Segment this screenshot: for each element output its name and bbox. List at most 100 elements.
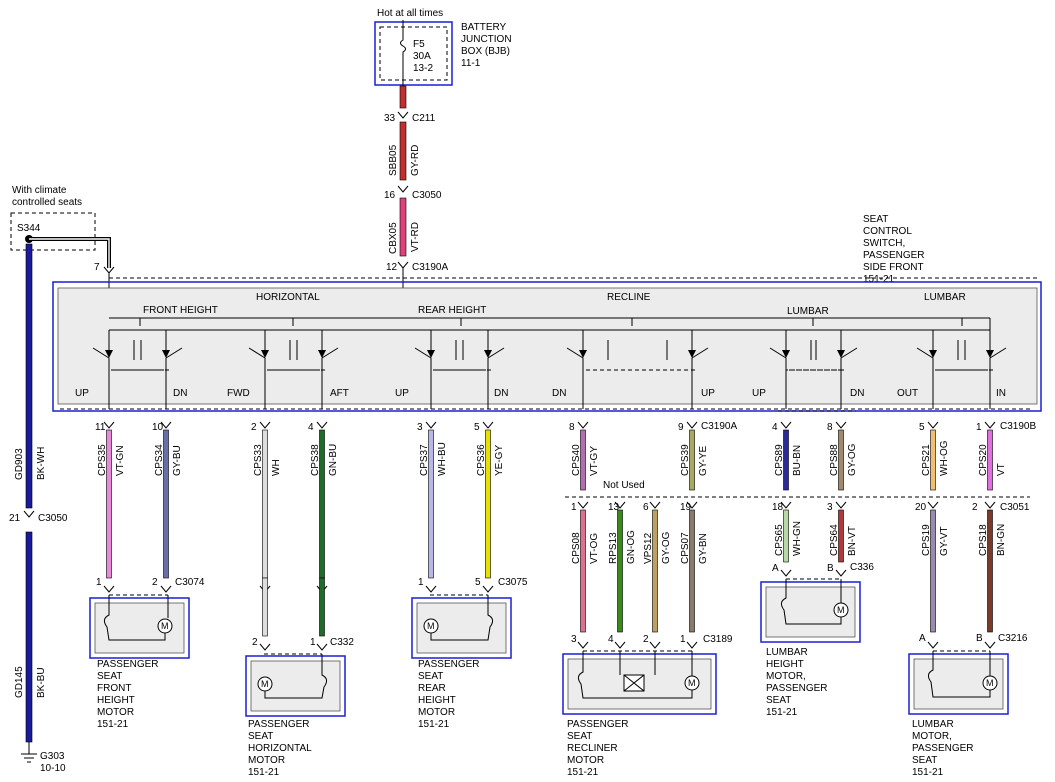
wire-circuit: CPS08	[571, 532, 582, 564]
conn-chevron	[780, 569, 792, 577]
horiz-pin-2: 2	[252, 637, 258, 648]
switch-contact	[414, 330, 486, 409]
wire-circuit: CPS64	[829, 524, 840, 556]
bjb-label-4: 11-1	[461, 58, 481, 69]
lm-label-3: PASSENGER	[912, 743, 974, 754]
front-motor-frame	[89, 597, 190, 659]
rear-motor-lead	[430, 595, 494, 641]
conn-c3190b: C3190B	[1000, 421, 1036, 432]
rear-label-4: HEIGHT	[418, 695, 456, 706]
bjb-label-1: BATTERY	[461, 22, 507, 33]
conn-chevron	[316, 643, 328, 651]
horiz-label-3: HORIZONTAL	[248, 743, 312, 754]
switch-label-6: 151-21	[863, 274, 895, 285]
wire-cps08	[580, 509, 586, 633]
horiz-motor-lead	[264, 654, 328, 699]
switch-contact	[935, 330, 1007, 409]
switch-label-3: SWITCH,	[863, 238, 905, 249]
horiz-label-1: PASSENGER	[248, 719, 310, 730]
wire-color: VT	[996, 463, 1007, 476]
feed-conn-c211: C211	[412, 113, 436, 124]
conn-chevron	[577, 421, 589, 429]
recl-conn: C3189	[703, 634, 733, 645]
wire-circuit: CPS21	[921, 444, 932, 476]
front-conn: C3074	[175, 577, 205, 588]
wire-color: BN-VT	[847, 526, 858, 556]
recl-top-pin: 1	[571, 502, 577, 513]
switch-contact	[566, 330, 638, 409]
switch-label-4: PASSENGER	[863, 250, 925, 261]
pos-up-4: UP	[752, 388, 766, 399]
switch-contact	[248, 330, 320, 409]
switch-label-5: SIDE FRONT	[863, 262, 924, 273]
conn-chevron	[160, 585, 172, 593]
conn-chevron	[984, 421, 996, 429]
ground-pin-21: 21	[9, 513, 21, 524]
rear-label-5: MOTOR	[418, 707, 455, 718]
wire-circuit: CPS19	[921, 524, 932, 556]
conn-chevron	[927, 421, 939, 429]
lm-conn: C3216	[998, 633, 1028, 644]
conn-c3051: C3051	[1000, 502, 1030, 513]
pos-up-1: UP	[75, 388, 89, 399]
bjb-inner	[379, 26, 448, 81]
wire-color: GY-OG	[661, 531, 672, 564]
wire-color: GN-OG	[626, 530, 637, 564]
conn-chevron	[397, 111, 409, 119]
conn-chevron	[835, 421, 847, 429]
pos-dn-1: DN	[173, 388, 187, 399]
wire-color: VT-GN	[115, 445, 126, 476]
rear-motor-frame	[411, 597, 512, 659]
conn-chevron	[577, 641, 589, 649]
rear-label-1: PASSENGER	[418, 659, 480, 670]
recl-bot-pin: 1	[680, 634, 686, 645]
front-label-2: SEAT	[97, 671, 122, 682]
lh-top-pin: 3	[827, 502, 833, 513]
conn-chevron	[577, 501, 589, 509]
wire-cps07	[689, 509, 695, 633]
wire-color: BU-BN	[792, 445, 803, 476]
wire-cps89	[783, 429, 789, 491]
conn-chevron	[780, 421, 792, 429]
wire-pin: 9	[678, 422, 684, 433]
wire-cps19	[930, 509, 936, 633]
horiz-pin-1: 1	[310, 637, 316, 648]
front-label-1: PASSENGER	[97, 659, 159, 670]
splice-s344: S344	[17, 223, 41, 234]
bus-feed	[109, 317, 991, 330]
wire-color: VT-GY	[589, 446, 600, 476]
wire-color: GY-BU	[172, 445, 183, 476]
lh-label-2: HEIGHT	[766, 659, 804, 670]
conn-chevron	[984, 501, 996, 509]
conn-chevron	[835, 501, 847, 509]
wire-cps36	[485, 429, 491, 579]
wire-cps64	[838, 509, 844, 563]
switch-label-1: SEAT	[863, 214, 888, 225]
front-label-6: 151-21	[97, 719, 129, 730]
section-horizontal: HORIZONTAL	[256, 292, 320, 303]
wire-cps18	[987, 509, 993, 633]
wire-color: YE-GY	[494, 445, 505, 476]
bus-taps	[139, 318, 963, 326]
climate-note-1: With climate	[12, 185, 67, 196]
pos-aft: AFT	[330, 388, 349, 399]
recl-label-1: PASSENGER	[567, 719, 629, 730]
horiz-label-4: MOTOR	[248, 755, 285, 766]
wire-circuit: CPS89	[774, 444, 785, 476]
ground-conn-c3050: C3050	[38, 513, 68, 524]
rear-pin-1: 1	[418, 577, 424, 588]
ground-g303: G303	[40, 751, 65, 762]
wire-cps88	[838, 429, 844, 491]
feed-wire-c	[399, 197, 407, 257]
lh-top-pin: 18	[772, 502, 784, 513]
horiz-label-5: 151-21	[248, 767, 280, 778]
conn-chevron	[425, 585, 437, 593]
conn-chevron	[614, 641, 626, 649]
recl-top-pin: 6	[643, 502, 649, 513]
front-label-4: HEIGHT	[97, 695, 135, 706]
